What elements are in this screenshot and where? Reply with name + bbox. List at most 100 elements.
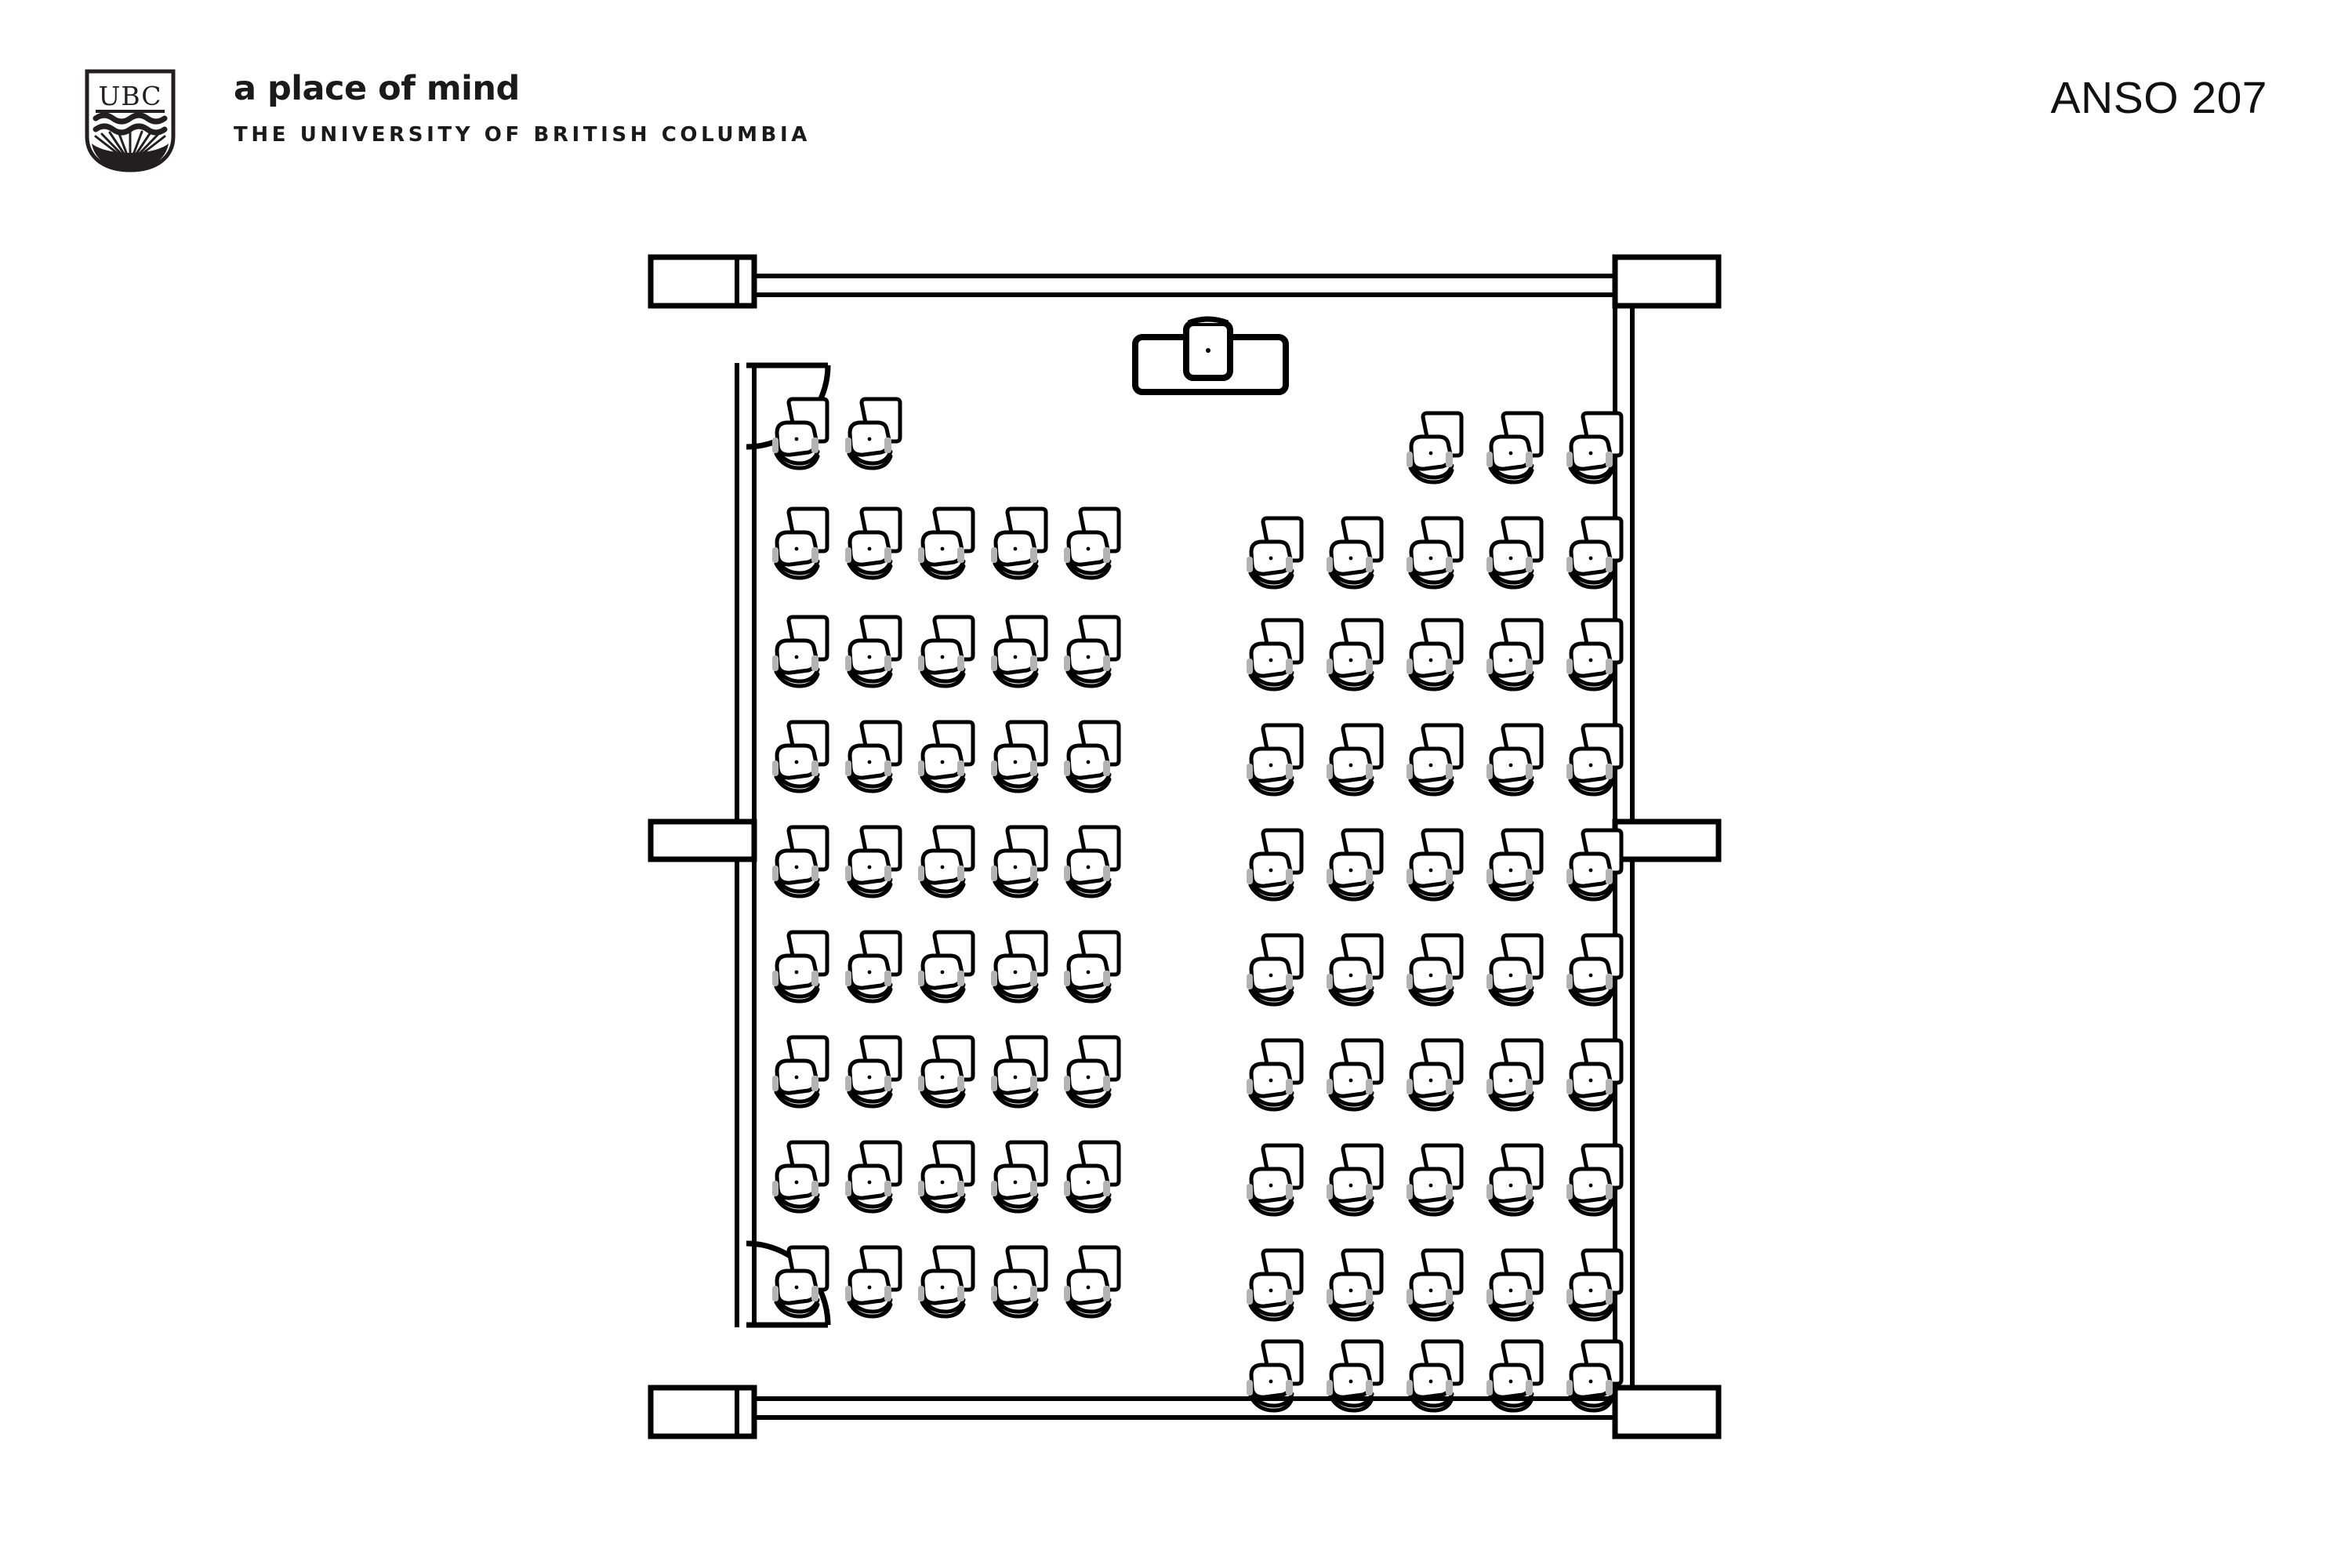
student-chair[interactable] (1064, 1247, 1119, 1316)
student-chair[interactable] (845, 1037, 900, 1106)
seat-row (1247, 1040, 1621, 1109)
student-chair[interactable] (1486, 518, 1541, 587)
student-chair[interactable] (1566, 1250, 1621, 1319)
student-chair[interactable] (991, 509, 1046, 578)
student-chair[interactable] (991, 1142, 1046, 1211)
student-chair[interactable] (1486, 413, 1541, 482)
seat-row (772, 1142, 1119, 1211)
student-chair[interactable] (772, 722, 827, 791)
student-chair[interactable] (772, 509, 827, 578)
student-chair[interactable] (1327, 518, 1381, 587)
student-chair[interactable] (1486, 1250, 1541, 1319)
student-chair[interactable] (772, 932, 827, 1001)
student-chair[interactable] (1486, 725, 1541, 794)
student-chair[interactable] (1247, 1145, 1301, 1214)
student-chair[interactable] (845, 1142, 900, 1211)
brand-text-block: a place of mind THE UNIVERSITY OF BRITIS… (234, 69, 811, 147)
student-chair[interactable] (772, 617, 827, 686)
student-chair[interactable] (1406, 830, 1461, 899)
student-chair[interactable] (1486, 620, 1541, 689)
student-chair[interactable] (991, 1037, 1046, 1106)
student-chair[interactable] (845, 509, 900, 578)
student-chair[interactable] (1486, 830, 1541, 899)
student-chair[interactable] (1566, 1145, 1621, 1214)
student-chair[interactable] (991, 1247, 1046, 1316)
student-chair[interactable] (1327, 935, 1381, 1004)
student-chair[interactable] (1247, 935, 1301, 1004)
student-chair[interactable] (918, 617, 973, 686)
student-chair[interactable] (1247, 518, 1301, 587)
left-seating-block (772, 399, 1119, 1316)
student-chair[interactable] (1327, 725, 1381, 794)
student-chair[interactable] (1406, 1040, 1461, 1109)
student-chair[interactable] (991, 617, 1046, 686)
student-chair[interactable] (918, 509, 973, 578)
student-chair[interactable] (1247, 620, 1301, 689)
wall-projection-bottom-right (1612, 1385, 1722, 1439)
student-chair[interactable] (991, 722, 1046, 791)
student-chair[interactable] (772, 1037, 827, 1106)
student-chair[interactable] (1064, 722, 1119, 791)
student-chair[interactable] (1327, 620, 1381, 689)
student-chair[interactable] (845, 722, 900, 791)
seat-row (772, 1037, 1119, 1106)
student-chair[interactable] (772, 827, 827, 896)
student-chair[interactable] (845, 617, 900, 686)
student-chair[interactable] (845, 399, 900, 468)
student-chair[interactable] (1247, 830, 1301, 899)
student-chair[interactable] (1486, 1040, 1541, 1109)
student-chair[interactable] (1566, 935, 1621, 1004)
student-chair[interactable] (1327, 830, 1381, 899)
right-seating-block (1247, 413, 1621, 1410)
student-chair[interactable] (1406, 1250, 1461, 1319)
student-chair[interactable] (772, 399, 827, 468)
student-chair[interactable] (918, 1037, 973, 1106)
student-chair[interactable] (1566, 725, 1621, 794)
student-chair[interactable] (1566, 1040, 1621, 1109)
student-chair[interactable] (1247, 1250, 1301, 1319)
page-header: UBC a place of mind THE UNIVERSITY OF BR (0, 0, 2352, 188)
seat-row (772, 722, 1119, 791)
student-chair[interactable] (1064, 1037, 1119, 1106)
student-chair[interactable] (1064, 617, 1119, 686)
student-chair[interactable] (1566, 518, 1621, 587)
wall-projection-mid-left (648, 818, 757, 862)
student-chair[interactable] (1327, 1145, 1381, 1214)
student-chair[interactable] (1566, 830, 1621, 899)
student-chair[interactable] (1406, 518, 1461, 587)
seat-row (772, 617, 1119, 686)
page-title: ANSO 207 (2050, 73, 2267, 123)
student-chair[interactable] (1406, 413, 1461, 482)
student-chair[interactable] (845, 932, 900, 1001)
student-chair[interactable] (1327, 1250, 1381, 1319)
student-chair[interactable] (1064, 827, 1119, 896)
instructor-station[interactable] (1132, 316, 1289, 395)
student-chair[interactable] (1406, 1145, 1461, 1214)
student-chair[interactable] (1064, 509, 1119, 578)
student-chair[interactable] (1327, 1040, 1381, 1109)
student-chair[interactable] (1486, 935, 1541, 1004)
student-chair[interactable] (772, 1247, 827, 1316)
student-chair[interactable] (918, 722, 973, 791)
student-chair[interactable] (1406, 725, 1461, 794)
student-chair[interactable] (1247, 725, 1301, 794)
student-chair[interactable] (1566, 620, 1621, 689)
student-chair[interactable] (772, 1142, 827, 1211)
student-chair[interactable] (845, 827, 900, 896)
student-chair[interactable] (918, 1142, 973, 1211)
student-chair[interactable] (991, 827, 1046, 896)
student-chair[interactable] (918, 1247, 973, 1316)
student-chair[interactable] (1406, 935, 1461, 1004)
student-chair[interactable] (1064, 1142, 1119, 1211)
student-chair[interactable] (1566, 413, 1621, 482)
student-chair[interactable] (1486, 1145, 1541, 1214)
student-chair[interactable] (1064, 932, 1119, 1001)
student-chair[interactable] (918, 827, 973, 896)
student-chair[interactable] (1406, 620, 1461, 689)
student-chair[interactable] (991, 932, 1046, 1001)
student-chair[interactable] (845, 1247, 900, 1316)
seat-row (1247, 1145, 1621, 1214)
student-chair[interactable] (918, 932, 973, 1001)
student-chair[interactable] (1247, 1040, 1301, 1109)
